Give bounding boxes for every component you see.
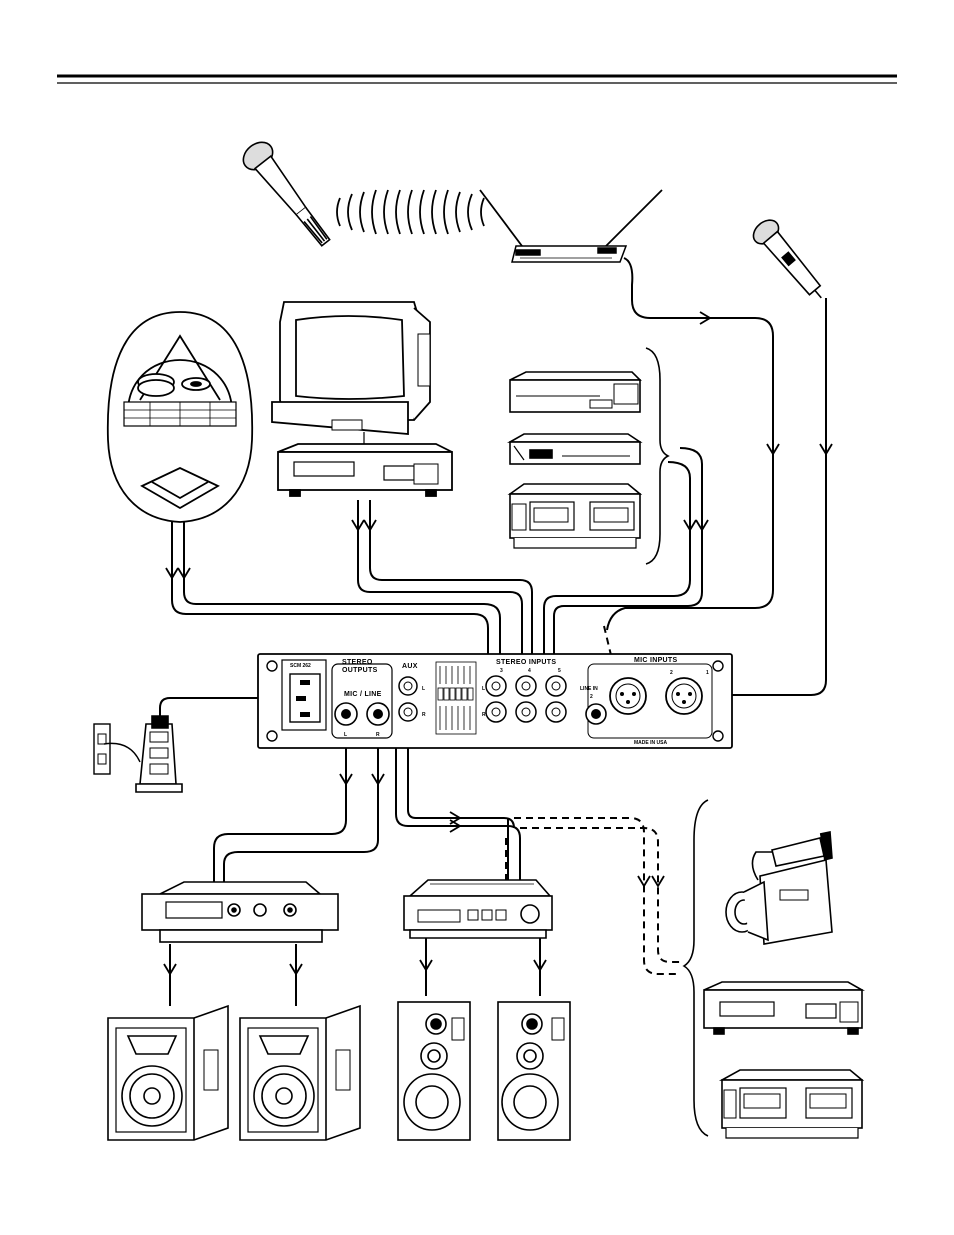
aux-l-label: L xyxy=(422,686,425,692)
aux-label: AUX xyxy=(402,663,418,670)
integrated-amplifier xyxy=(404,880,552,938)
line-in-2-label: 2 xyxy=(590,694,593,700)
line-in-label: LINE IN xyxy=(580,686,598,692)
source-brace xyxy=(646,348,668,564)
output-l-label: L xyxy=(344,732,347,738)
television xyxy=(272,302,430,452)
tuner xyxy=(510,434,640,464)
vcr xyxy=(278,444,452,496)
header-rule xyxy=(57,76,897,83)
record-vcr xyxy=(704,982,862,1034)
mixer-rear-panel: SCM 262 STEREO OUTPUTS MIC / LINE L R AU… xyxy=(258,654,732,748)
model-label: SCM 262 xyxy=(290,663,311,669)
stereo-outputs-label: STEREO xyxy=(342,659,373,666)
mic-1-label: 1 xyxy=(706,670,709,676)
input-5-label: 5 xyxy=(558,668,561,674)
mic-2-label: 2 xyxy=(670,670,673,676)
mic-input-1-xlr[interactable] xyxy=(666,678,702,714)
mic-input-2-xlr[interactable] xyxy=(610,678,646,714)
wireless-microphone xyxy=(238,137,484,253)
mic-inputs-label: MIC INPUTS xyxy=(634,657,677,664)
stereo-outputs-label-2: OUTPUTS xyxy=(342,667,378,674)
record-brace xyxy=(684,800,708,1136)
aux-r-label: R xyxy=(422,712,426,718)
speaker-right-tower xyxy=(498,1002,570,1140)
record-cassette-deck xyxy=(722,1070,862,1138)
input-l-label: L xyxy=(482,686,485,692)
dip-switch-block[interactable] xyxy=(436,662,476,734)
stereo-inputs-label: STEREO INPUTS xyxy=(496,659,556,666)
input-4-label: 4 xyxy=(528,668,531,674)
made-in-label: MADE IN USA xyxy=(634,740,667,746)
cd-player xyxy=(510,372,640,412)
jukebox xyxy=(108,312,252,522)
power-amplifier xyxy=(142,882,338,942)
signal-arrows xyxy=(164,312,832,974)
input-3-label: 3 xyxy=(500,668,503,674)
wall-outlet xyxy=(94,724,140,774)
power-strip xyxy=(136,716,182,792)
wireless-receiver xyxy=(512,246,626,262)
input-r-label: R xyxy=(482,712,486,718)
output-r-label: R xyxy=(376,732,380,738)
wired-microphone xyxy=(749,215,832,307)
cassette-deck xyxy=(510,484,640,548)
camcorder xyxy=(726,832,832,944)
speaker-right-large xyxy=(240,1006,360,1140)
speaker-left-large xyxy=(108,1006,228,1140)
speaker-left-tower xyxy=(398,1002,470,1140)
mic-line-label: MIC / LINE xyxy=(344,691,382,698)
